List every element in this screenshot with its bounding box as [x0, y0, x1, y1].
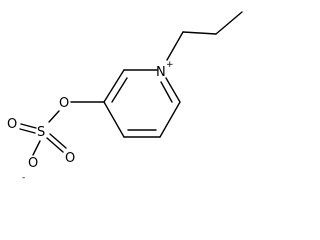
bond-ring-c3-c4 [103, 101, 125, 138]
bond-chain-n-ch2 [166, 31, 184, 61]
bond-ring-c2-c3 [103, 69, 125, 103]
bond-sulfur-oxygen-top-a [20, 123, 37, 129]
atom-label-ester-oxygen: O [59, 96, 69, 111]
atom-label-oxo-oxygen-right: O [65, 151, 75, 166]
bond-ester-oxygen-sulfur [48, 110, 60, 123]
atom-label-ring-nitrogen: N [156, 65, 166, 80]
charge-label-anionic-oxygen: - [22, 173, 25, 183]
atom-label-oxo-oxygen-top: O [7, 117, 17, 132]
bond-sulfur-anionic-oxygen [32, 140, 41, 156]
bond-sulfur-oxygen-top-b [19, 128, 36, 134]
atom-label-anionic-oxygen: O [28, 156, 38, 171]
bond-ring-c5-c6 [159, 101, 181, 138]
bond-sulfur-oxygen-right-b [46, 137, 64, 153]
charge-label-ring-nitrogen: + [166, 60, 174, 70]
bond-chain-ch2-ch2 [182, 31, 217, 35]
structure-diagram: N + O S O O O - [7, 11, 243, 183]
atom-label-sulfur: S [37, 125, 45, 140]
bond-chain-ch2-ch3 [215, 11, 243, 35]
bond-ring-c6-n-inner [160, 81, 173, 103]
bond-ring-c3-c3-inner [111, 77, 128, 103]
bond-sulfur-oxygen-right-a [49, 133, 67, 149]
bond-ring-c6-n [165, 77, 181, 103]
